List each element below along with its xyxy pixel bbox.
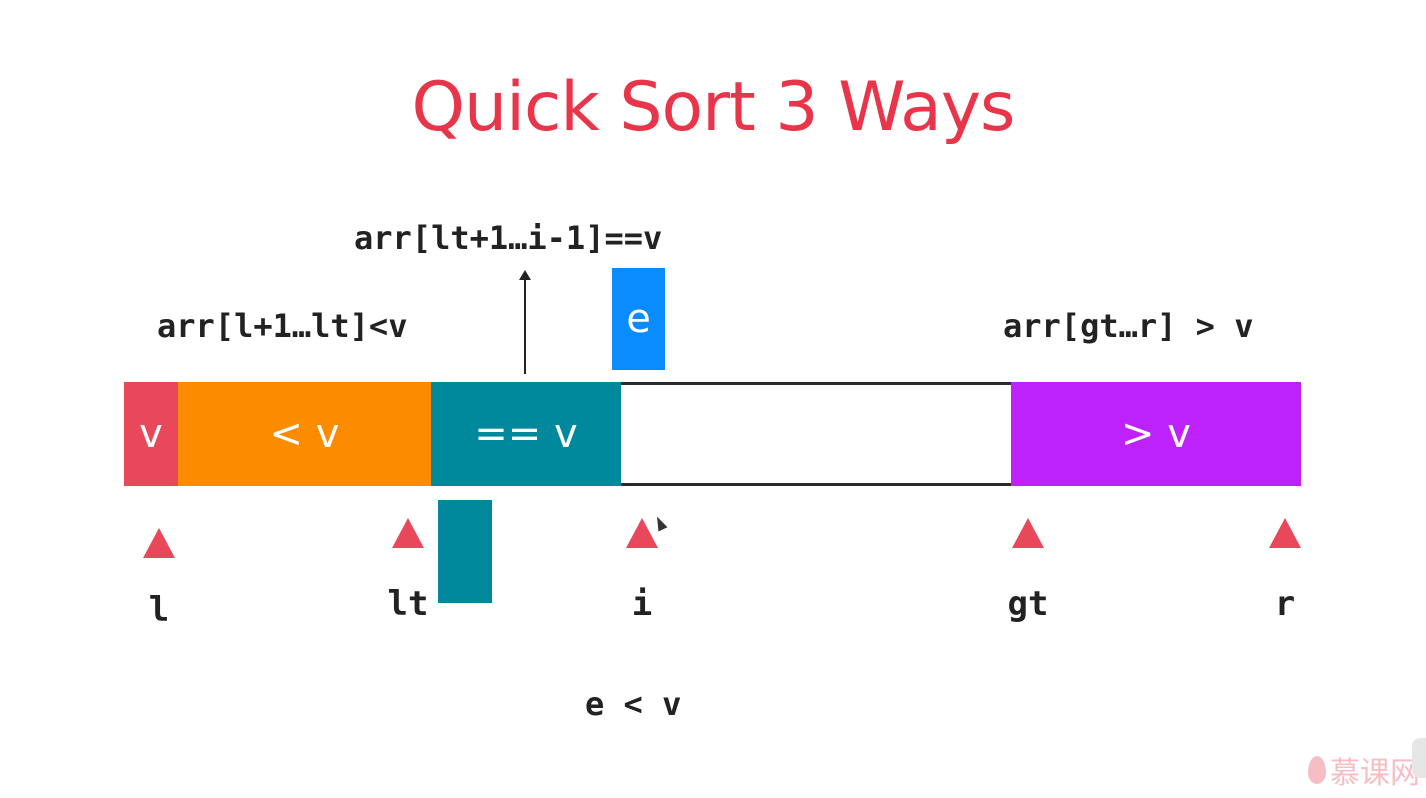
pointer-lt-icon — [392, 518, 424, 548]
index-label-l: l — [148, 590, 170, 630]
index-label-lt: lt — [387, 584, 429, 624]
pointer-arrow-head — [519, 270, 531, 280]
pointer-i-icon — [626, 518, 658, 548]
label-equal-range: arr[lt+1…i-1]==v — [354, 219, 663, 257]
pointer-r-icon — [1269, 518, 1301, 548]
segment-pivot: v — [124, 382, 178, 486]
pointer-arrow-line — [524, 278, 526, 374]
label-less-range: arr[l+1…lt]<v — [157, 307, 408, 345]
pointer-gt-icon — [1012, 518, 1044, 548]
label-greater-range: arr[gt…r] > v — [1003, 307, 1254, 345]
moved-element — [438, 500, 492, 603]
watermark: 慕课网 — [1308, 748, 1420, 792]
page-title: Quick Sort 3 Ways — [411, 68, 1015, 147]
pointer-l-icon — [143, 528, 175, 558]
condition-label: e < v — [585, 685, 682, 723]
segment-greater: > v — [1011, 382, 1301, 486]
segment-equal: == v — [431, 382, 621, 486]
segment-less: < v — [178, 382, 431, 486]
scroll-handle[interactable] — [1412, 738, 1426, 778]
flame-logo-icon — [1308, 756, 1326, 784]
watermark-text: 慕课网 — [1330, 756, 1420, 791]
index-label-i: i — [631, 584, 653, 624]
index-label-r: r — [1274, 584, 1296, 624]
current-element: e — [612, 268, 665, 370]
index-label-gt: gt — [1007, 584, 1049, 624]
